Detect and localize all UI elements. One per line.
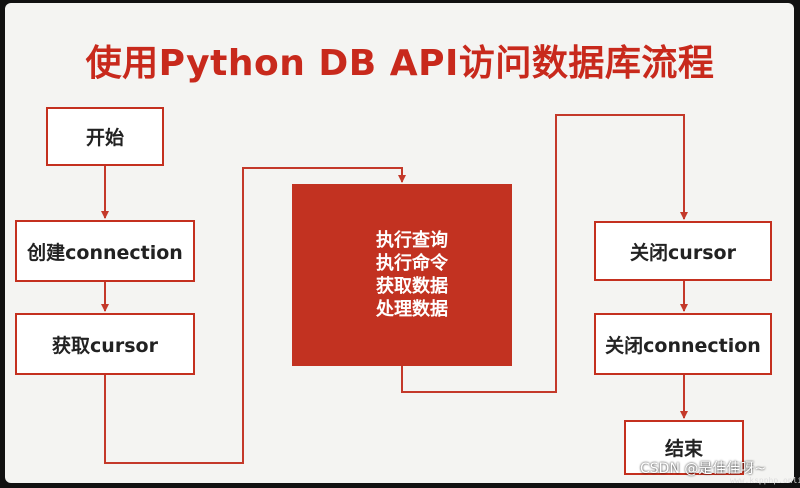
execute-command-line: 执行命令	[376, 253, 448, 274]
close-connection-node: 关闭connection	[594, 313, 772, 375]
watermark-text: CSDN @是佳佳呀~	[640, 461, 767, 477]
arrow-cursor-to-execute	[104, 167, 406, 464]
arrow-execute-to-close-cursor	[401, 114, 688, 393]
diagram-title: 使用Python DB API访问数据库流程	[85, 43, 715, 84]
execute-block: 执行查询 执行命令 获取数据 处理数据	[292, 184, 512, 366]
start-node: 开始	[46, 107, 164, 166]
get-cursor-node: 获取cursor	[15, 313, 195, 375]
close-cursor-node: 关闭cursor	[594, 221, 772, 281]
watermark-site: www.kspphp.online	[730, 476, 800, 485]
execute-query-line: 执行查询	[376, 230, 448, 251]
fetch-data-line: 获取数据	[376, 276, 448, 297]
create-connection-node: 创建connection	[15, 220, 195, 282]
process-data-line: 处理数据	[376, 299, 448, 320]
end-node: 结束	[624, 420, 744, 475]
